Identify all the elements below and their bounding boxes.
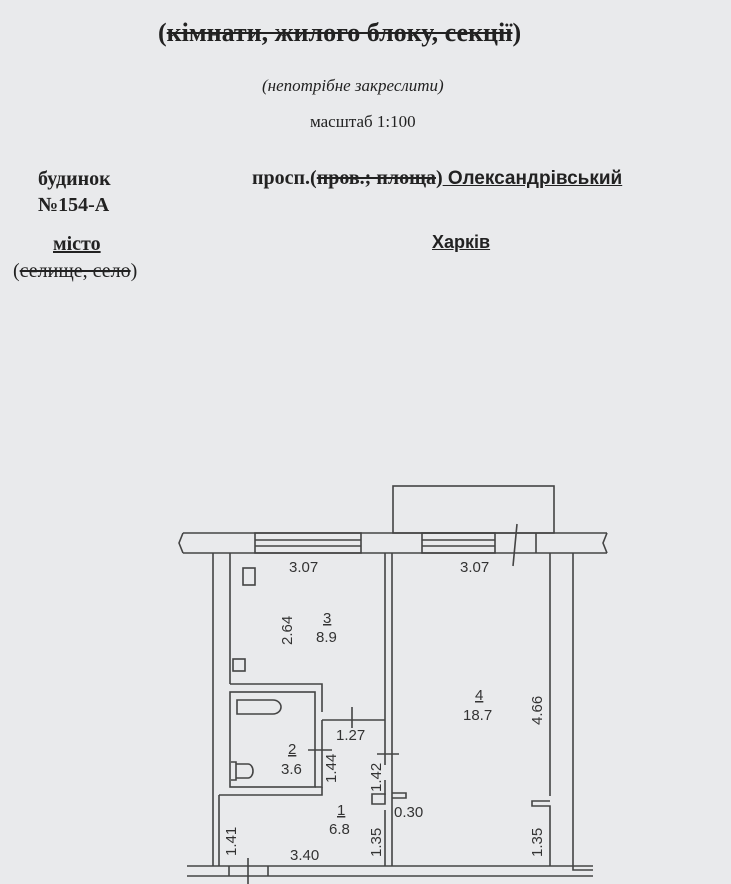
- city-alt-struck: селище, село: [19, 260, 131, 282]
- top-wall: [178, 532, 608, 554]
- paren: ): [130, 260, 138, 282]
- room-3-area: 8.9: [316, 629, 337, 646]
- room-1-area: 6.8: [329, 821, 350, 838]
- dim-room4-width: 3.07: [460, 559, 489, 576]
- room-4-area: 18.7: [463, 707, 492, 724]
- paren: (: [158, 18, 167, 47]
- paren: (: [13, 260, 20, 282]
- dim-room4-depth: 4.66: [529, 696, 546, 725]
- dimension-tick: [512, 523, 518, 567]
- room-4-number: 4: [475, 687, 483, 704]
- dim-door-wall: 0.30: [394, 804, 423, 821]
- dim-room3-width: 3.07: [289, 559, 318, 576]
- dim-hall-right: 1.35: [368, 828, 385, 857]
- window: [254, 532, 362, 554]
- street-struck: пров.; площа: [316, 167, 436, 189]
- window: [421, 532, 496, 554]
- bathroom: [229, 691, 316, 788]
- dim-bath-depth: 1.44: [323, 754, 340, 783]
- building-number: №154-А: [38, 194, 110, 216]
- balcony: [392, 485, 555, 534]
- street-close: ): [435, 167, 443, 189]
- room-3-number: 3: [323, 610, 331, 627]
- title-struck-text: кімнати, жилого блоку, секції: [166, 18, 513, 47]
- street-name: Олександрівський: [442, 168, 623, 189]
- dim-hall-passage: 1.27: [336, 727, 365, 744]
- document-title: (кімнати, жилого блоку, секції): [158, 18, 521, 48]
- scale-label: масштаб 1:100: [310, 112, 416, 131]
- bathtub-icon: [236, 699, 282, 715]
- city-label: місто: [53, 233, 101, 255]
- street-prefix: просп.(: [252, 167, 317, 189]
- toilet-icon: [231, 761, 254, 781]
- room-1-number: 1: [337, 802, 345, 819]
- room-2-area: 3.6: [281, 761, 302, 778]
- strike-note: (непотрібне закреслити): [262, 76, 444, 95]
- room-2-number: 2: [288, 741, 296, 758]
- city-alt: (селище, село): [13, 260, 137, 283]
- dim-corridor-depth: 1.42: [368, 763, 385, 792]
- city-name: Харків: [432, 232, 491, 252]
- dim-room3-depth: 2.64: [279, 616, 296, 645]
- paren: ): [512, 18, 522, 47]
- dim-room4-bottom: 1.35: [529, 828, 546, 857]
- stove-icon: [242, 567, 256, 586]
- dim-hall-width: 3.40: [290, 847, 319, 864]
- sink-icon: [232, 658, 246, 672]
- dim-hall-left: 1.41: [223, 827, 240, 856]
- building-label: будинок: [38, 168, 111, 190]
- street-line: просп.(пров.; площа) Олександрівський: [252, 167, 622, 190]
